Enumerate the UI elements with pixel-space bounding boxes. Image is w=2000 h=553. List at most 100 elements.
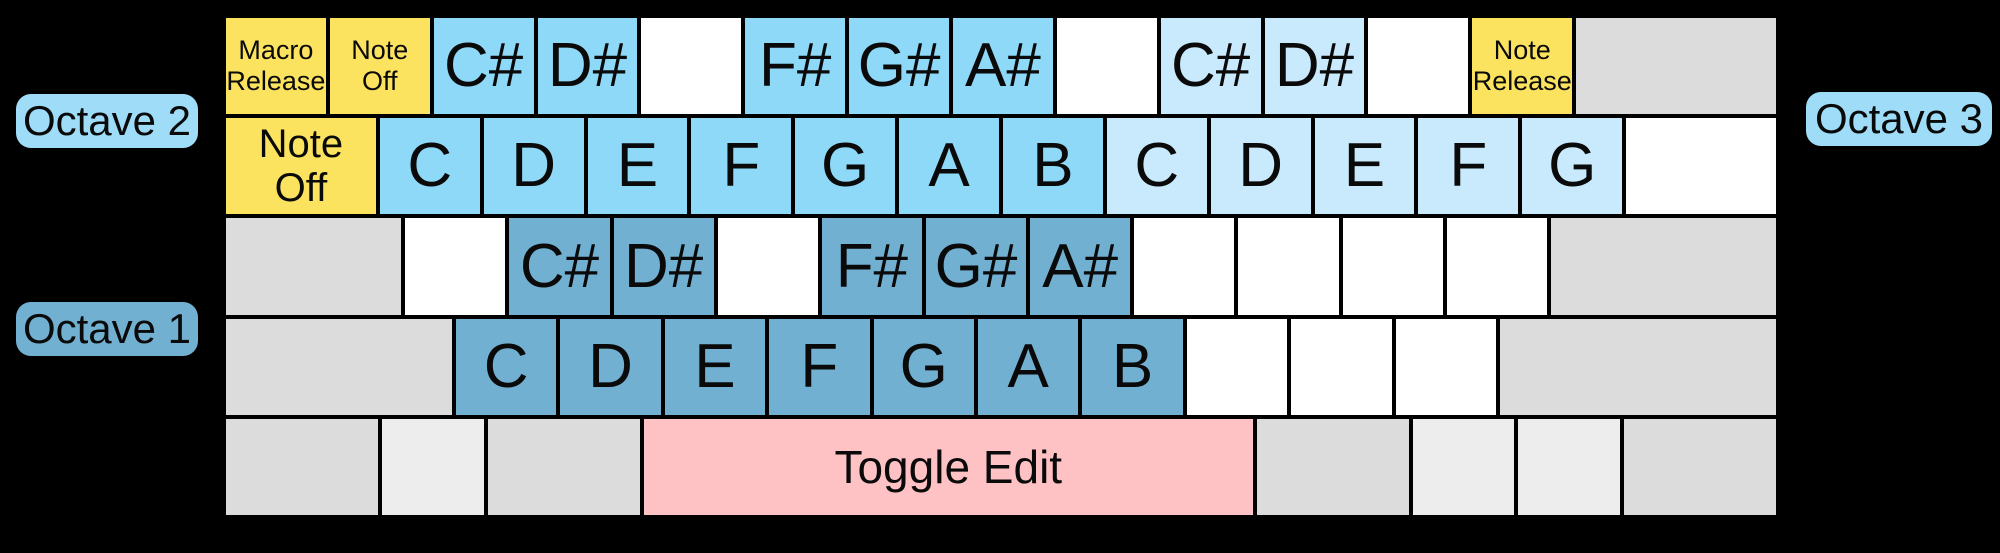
key-meta-unmapped (380, 416, 486, 518)
key-label: A# (965, 31, 1041, 101)
key-label: F# (835, 231, 909, 301)
key-label: C (407, 131, 453, 201)
key-label: G# (934, 231, 1018, 301)
key-csharp-oct3[interactable]: C# (1158, 16, 1263, 117)
key-label: B (1111, 331, 1154, 401)
key-asharp-oct2[interactable]: A# (951, 16, 1055, 117)
key-label: B (1032, 131, 1074, 201)
key-asharp-oct1[interactable]: A# (1028, 216, 1133, 317)
key-d-oct2[interactable]: D (481, 116, 586, 217)
key-ralt-unmapped (1254, 416, 1411, 518)
key-dsharp-oct2[interactable]: D# (535, 16, 640, 117)
key-fsharp-oct2[interactable]: F# (743, 16, 848, 117)
key-label: C (483, 331, 529, 401)
key-unmapped (1393, 316, 1498, 417)
key-fsharp-oct1[interactable]: F# (819, 216, 924, 317)
key-g-oct3[interactable]: G (1520, 116, 1625, 217)
key-label: G (821, 131, 870, 201)
key-a-oct1[interactable]: A (975, 316, 1081, 417)
octave-1-label: Octave 1 (16, 302, 198, 356)
key-label: D (588, 331, 633, 401)
key-f-oct2[interactable]: F (689, 116, 794, 217)
key-dsharp-oct1[interactable]: D# (611, 216, 716, 317)
octave-2-label: Octave 2 (16, 94, 198, 148)
key-g-oct1[interactable]: G (871, 316, 976, 417)
key-csharp-oct1[interactable]: C# (507, 216, 612, 317)
key-label: D# (1274, 31, 1355, 101)
key-rmeta-unmapped (1410, 416, 1517, 518)
space-row: Toggle Edit (224, 416, 1779, 518)
key-capslock-unmapped (224, 216, 404, 317)
key-label: F (722, 131, 761, 201)
key-label: G (899, 331, 948, 401)
key-unmapped (1624, 116, 1778, 217)
key-unmapped (1444, 216, 1549, 317)
key-gsharp-oct2[interactable]: G# (847, 16, 952, 117)
key-b-oct1[interactable]: B (1080, 316, 1185, 417)
key-g-oct2[interactable]: G (793, 116, 898, 217)
key-e-oct1[interactable]: E (662, 316, 768, 417)
key-label: E (1343, 131, 1386, 201)
key-label: F (1449, 131, 1488, 201)
key-label: E (694, 331, 736, 401)
key-label: A# (1042, 231, 1119, 301)
key-rshift-unmapped (1497, 316, 1779, 417)
key-dsharp-oct3[interactable]: D# (1262, 16, 1367, 117)
key-toggle-edit[interactable]: Toggle Edit (641, 416, 1255, 518)
key-label: A (1007, 331, 1049, 401)
key-backspace-unmapped (1574, 16, 1778, 117)
key-d-oct1[interactable]: D (558, 316, 663, 417)
key-label: Toggle Edit (834, 440, 1063, 493)
key-c-oct3[interactable]: C (1104, 116, 1209, 217)
key-label: C (1134, 131, 1180, 201)
key-d-oct3[interactable]: D (1208, 116, 1313, 217)
key-label: A (928, 131, 970, 201)
key-e-oct3[interactable]: E (1312, 116, 1417, 217)
key-label: E (616, 131, 659, 201)
key-unmapped (403, 216, 508, 317)
key-label: D# (547, 31, 628, 101)
key-f-oct3[interactable]: F (1416, 116, 1521, 217)
key-gsharp-oct1[interactable]: G# (923, 216, 1029, 317)
key-label: F (800, 331, 839, 401)
home-row: C# D# F# G# A# (224, 216, 1779, 317)
key-shift-unmapped (224, 316, 454, 417)
key-unmapped (1236, 216, 1341, 317)
key-label: C# (1171, 31, 1251, 101)
key-c-oct1[interactable]: C (453, 316, 559, 417)
key-label: C# (444, 31, 524, 101)
key-unmapped (715, 216, 820, 317)
key-unmapped (639, 16, 744, 117)
key-e-oct2[interactable]: E (585, 116, 690, 217)
key-label: D (1238, 131, 1283, 201)
key-label: D (511, 131, 556, 201)
key-rctrl-unmapped (1621, 416, 1779, 518)
key-enter-unmapped (1548, 216, 1779, 317)
key-c-oct2[interactable]: C (377, 116, 482, 217)
key-menu-unmapped (1516, 416, 1622, 518)
key-label: C# (519, 231, 600, 301)
key-unmapped (1289, 316, 1394, 417)
key-f-oct1[interactable]: F (767, 316, 872, 417)
octave-3-label: Octave 3 (1806, 92, 1992, 146)
key-label: G (1548, 131, 1597, 201)
key-label: D# (623, 231, 704, 301)
key-unmapped (1340, 216, 1445, 317)
key-a-oct2[interactable]: A (897, 116, 1001, 217)
key-csharp-oct2[interactable]: C# (431, 16, 536, 117)
key-unmapped (1132, 216, 1237, 317)
key-b-oct2[interactable]: B (1000, 116, 1105, 217)
